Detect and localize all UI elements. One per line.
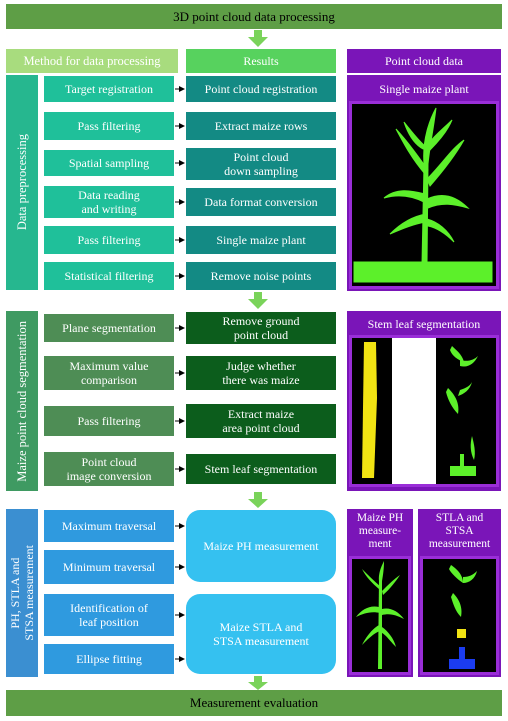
section2-label-box: Maize point cloud segmentation [6,311,38,491]
s1-method-3: Spatial sampling [44,150,174,176]
stla-stsa-icon [449,565,477,669]
s3-result-2: Maize STLA and STSA measurement [186,594,336,674]
s1-maize-image [349,101,499,289]
s2-method-4: Point cloud image conversion [44,452,174,486]
single-maize-plant-icon [353,107,493,283]
header-method: Method for data processing [6,49,178,73]
s3-method-1: Maximum traversal [44,510,174,542]
s2-method-3: Pass filtering [44,406,174,436]
s3-result-1: Maize PH measurement [186,510,336,582]
top-title-bar: 3D point cloud data processing [6,4,502,29]
s1-image-title: Single maize plant [379,82,469,96]
s3-stla-title: STLA and STSA measurement [428,512,491,550]
s2-result-3: Extract maize area point cloud [186,404,336,438]
s2-result-2: Judge whether there was maize [186,356,336,390]
s1-result-2: Extract maize rows [186,112,336,140]
stem-leaf-segmentation-icon [352,338,496,484]
s3-method-4: Ellipse fitting [44,644,174,674]
section3-label-box: PH, STLA and STSA measurement [6,509,38,677]
s1-result-3: Point cloud down sampling [186,148,336,180]
s2-result-1: Remove ground point cloud [186,312,336,344]
s3-method-3: Identification of leaf position [44,594,174,636]
s3-ph-image [349,556,411,675]
s3-ph-title: Maize PH measure- ment [356,512,404,550]
s1-method-4: Data reading and writing [44,186,174,218]
s2-segmentation-image [349,335,499,487]
header-results: Results [186,49,336,73]
s1-method-2: Pass filtering [44,112,174,140]
s3-stla-image [420,556,499,675]
s1-method-6: Statistical filtering [44,262,174,290]
s2-result-4: Stem leaf segmentation [186,454,336,484]
header-point-cloud: Point cloud data [347,49,501,73]
s1-result-5: Single maize plant [186,226,336,254]
s1-result-4: Data format conversion [186,188,336,216]
section1-label-box: Data preprocessing [6,75,38,290]
s1-result-6: Remove noise points [186,262,336,290]
s1-result-1: Point cloud registration [186,76,336,102]
s2-method-1: Plane segmentation [44,314,174,342]
s1-method-5: Pass filtering [44,226,174,254]
s1-method-1: Target registration [44,76,174,102]
s2-method-2: Maximum value comparison [44,356,174,390]
s2-image-title: Stem leaf segmentation [367,317,481,331]
s3-method-2: Minimum traversal [44,550,174,584]
maize-ph-plant-icon [356,561,404,669]
bottom-title-bar: Measurement evaluation [6,690,502,716]
